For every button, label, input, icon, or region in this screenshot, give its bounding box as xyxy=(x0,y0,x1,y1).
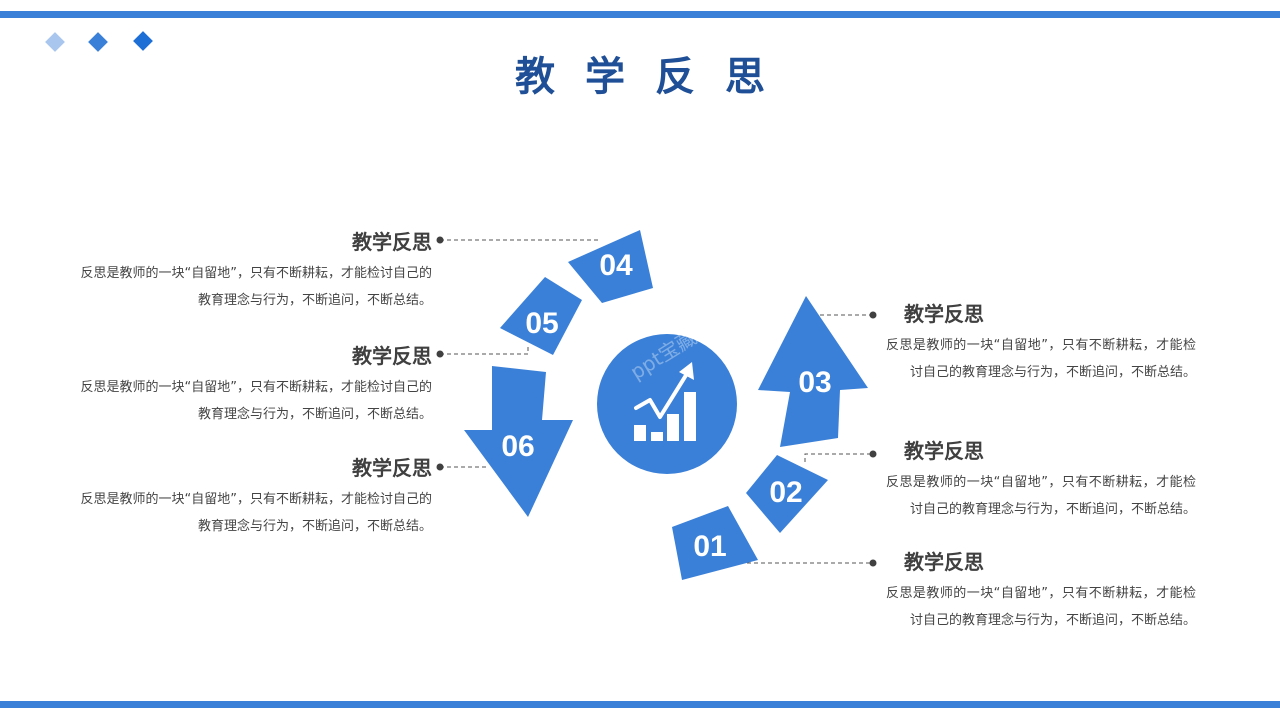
chart-bar xyxy=(667,414,679,441)
text-block-right-2: 教学反思 反思是教师的一块“自留地”，只有不断耕耘，才能检讨自己的教育理念与行为… xyxy=(886,437,1196,523)
segment-01-number: 01 xyxy=(693,530,726,563)
block-heading: 教学反思 xyxy=(904,439,984,463)
block-body: 反思是教师的一块“自留地”，只有不断耕耘，才能检讨自己的教育理念与行为，不断追问… xyxy=(80,380,432,422)
connector-line xyxy=(440,346,529,355)
top-accent-bar xyxy=(0,11,1280,18)
text-block-left-2: 教学反思 反思是教师的一块“自留地”，只有不断耕耘，才能检讨自己的教育理念与行为… xyxy=(72,342,432,428)
connector-dot xyxy=(869,311,877,319)
text-block-left-1: 教学反思 反思是教师的一块“自留地”，只有不断耕耘，才能检讨自己的教育理念与行为… xyxy=(72,228,432,314)
connector-dots xyxy=(436,236,877,567)
growth-bar-chart-icon xyxy=(634,362,696,441)
chart-bar xyxy=(651,432,663,441)
segment-02-number: 02 xyxy=(769,476,802,509)
block-body: 反思是教师的一块“自留地”，只有不断耕耘，才能检讨自己的教育理念与行为，不断追问… xyxy=(80,492,432,534)
segment-04 xyxy=(568,230,653,303)
text-block-right-1: 教学反思 反思是教师的一块“自留地”，只有不断耕耘，才能检讨自己的教育理念与行为… xyxy=(886,300,1196,386)
segment-01 xyxy=(672,506,758,580)
bottom-accent-bar xyxy=(0,701,1280,708)
block-heading: 教学反思 xyxy=(352,230,432,254)
block-body: 反思是教师的一块“自留地”，只有不断耕耘，才能检讨自己的教育理念与行为，不断追问… xyxy=(886,586,1196,628)
block-heading: 教学反思 xyxy=(904,302,984,326)
block-heading: 教学反思 xyxy=(352,344,432,368)
chart-bar xyxy=(684,392,696,441)
block-heading: 教学反思 xyxy=(904,550,984,574)
block-body: 反思是教师的一块“自留地”，只有不断耕耘，才能检讨自己的教育理念与行为，不断追问… xyxy=(80,266,432,308)
block-body: 反思是教师的一块“自留地”，只有不断耕耘，才能检讨自己的教育理念与行为，不断追问… xyxy=(886,475,1196,517)
connector-dot xyxy=(436,236,444,244)
connector-dot xyxy=(869,450,877,458)
connector-lines xyxy=(440,239,873,564)
segment-02 xyxy=(746,455,828,533)
segment-05-number: 05 xyxy=(525,307,558,340)
text-block-right-3: 教学反思 反思是教师的一块“自留地”，只有不断耕耘，才能检讨自己的教育理念与行为… xyxy=(886,548,1196,634)
trend-arrow-head xyxy=(679,362,694,380)
block-heading: 教学反思 xyxy=(352,456,432,480)
text-block-left-3: 教学反思 反思是教师的一块“自留地”，只有不断耕耘，才能检讨自己的教育理念与行为… xyxy=(72,454,432,540)
connector-dot xyxy=(436,350,444,358)
segment-05 xyxy=(500,277,582,355)
trend-line xyxy=(634,370,690,419)
chart-bar xyxy=(634,425,646,441)
page-title: 教学反思 xyxy=(515,54,795,100)
segment-06 xyxy=(464,366,573,517)
connector-dot xyxy=(436,463,444,471)
block-body: 反思是教师的一块“自留地”，只有不断耕耘，才能检讨自己的教育理念与行为，不断追问… xyxy=(886,338,1196,380)
segment-03-number: 03 xyxy=(798,366,831,399)
segment-04-number: 04 xyxy=(599,249,633,282)
segment-06-number: 06 xyxy=(501,430,534,463)
connector-dot xyxy=(869,559,877,567)
connector-line xyxy=(804,453,873,462)
segment-03 xyxy=(758,296,868,447)
